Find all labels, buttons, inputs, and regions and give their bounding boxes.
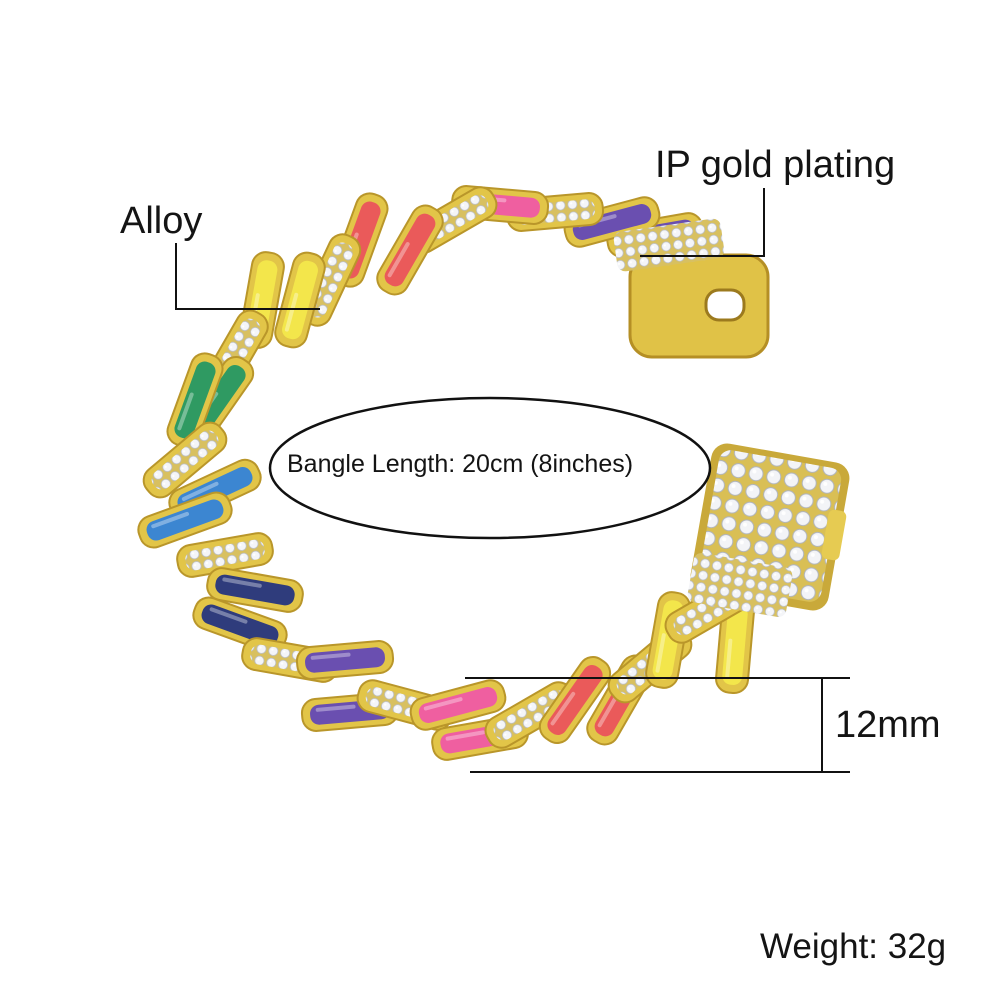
clasp-tongue bbox=[613, 218, 770, 359]
crystal-link bbox=[142, 421, 228, 499]
crystal-link bbox=[176, 532, 274, 578]
plating-callout-line bbox=[640, 188, 765, 257]
clasp-box bbox=[687, 443, 850, 618]
enamel-link bbox=[137, 491, 233, 549]
alloy-callout-line bbox=[175, 243, 320, 310]
width-label: 12mm bbox=[835, 704, 941, 746]
length-label: Bangle Length: 20cm (8inches) bbox=[287, 450, 634, 478]
plating-label: IP gold plating bbox=[655, 144, 896, 186]
enamel-link bbox=[376, 204, 444, 296]
length-ellipse bbox=[268, 396, 712, 540]
enamel-link bbox=[409, 679, 507, 731]
enamel-link bbox=[715, 595, 755, 695]
crystal-link bbox=[484, 681, 576, 749]
enamel-link bbox=[166, 352, 224, 448]
alloy-label: Alloy bbox=[120, 200, 203, 242]
enamel-link bbox=[206, 567, 304, 613]
weight-label: Weight: 32g bbox=[760, 927, 947, 966]
enamel-link bbox=[295, 640, 395, 680]
enamel-link bbox=[274, 251, 326, 349]
callout-lines bbox=[175, 188, 850, 773]
